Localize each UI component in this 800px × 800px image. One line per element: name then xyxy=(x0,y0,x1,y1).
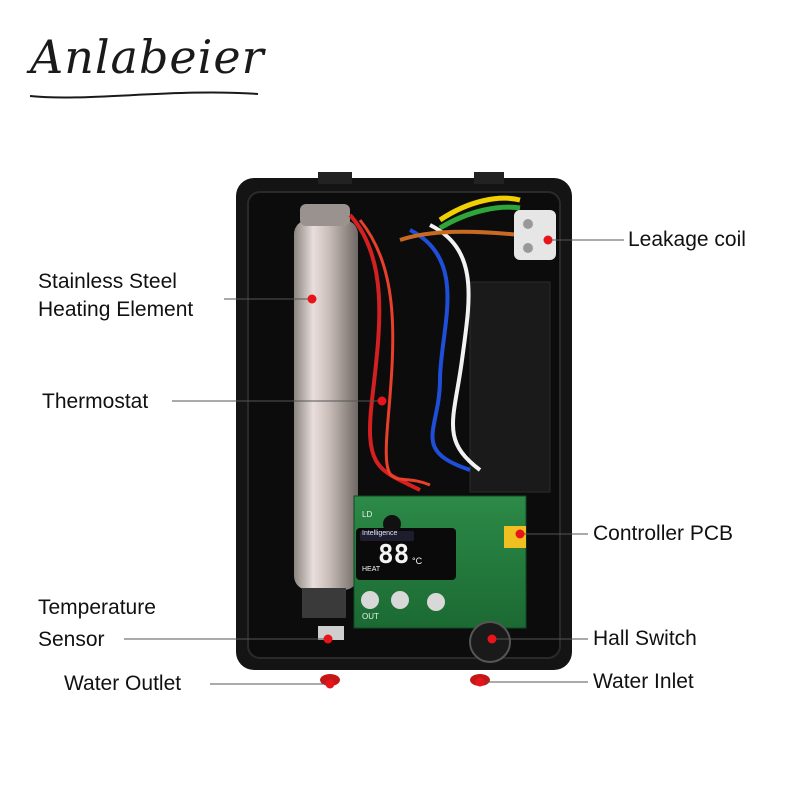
label-water-outlet: Water Outlet xyxy=(64,670,181,698)
marker-temperature-sensor xyxy=(324,635,333,644)
label-hall-switch: Hall Switch xyxy=(593,625,697,653)
label-heating-element-line2: Heating Element xyxy=(38,296,193,324)
marker-water-inlet xyxy=(476,678,485,687)
label-leakage-coil: Leakage coil xyxy=(628,226,746,254)
label-temperature-sensor-line2: Sensor xyxy=(38,626,105,654)
label-heating-element: Stainless Steel Heating Element xyxy=(38,268,193,324)
marker-controller-pcb xyxy=(516,530,525,539)
marker-leakage-coil xyxy=(544,236,553,245)
marker-hall-switch xyxy=(488,635,497,644)
label-heating-element-line1: Stainless Steel xyxy=(38,268,193,296)
marker-water-outlet xyxy=(326,680,335,689)
marker-heating-element xyxy=(308,295,317,304)
marker-thermostat xyxy=(378,397,387,406)
label-temperature-sensor-line1: Temperature xyxy=(38,594,156,622)
label-thermostat: Thermostat xyxy=(42,388,148,416)
label-controller-pcb: Controller PCB xyxy=(593,520,733,548)
label-water-inlet: Water Inlet xyxy=(593,668,694,696)
